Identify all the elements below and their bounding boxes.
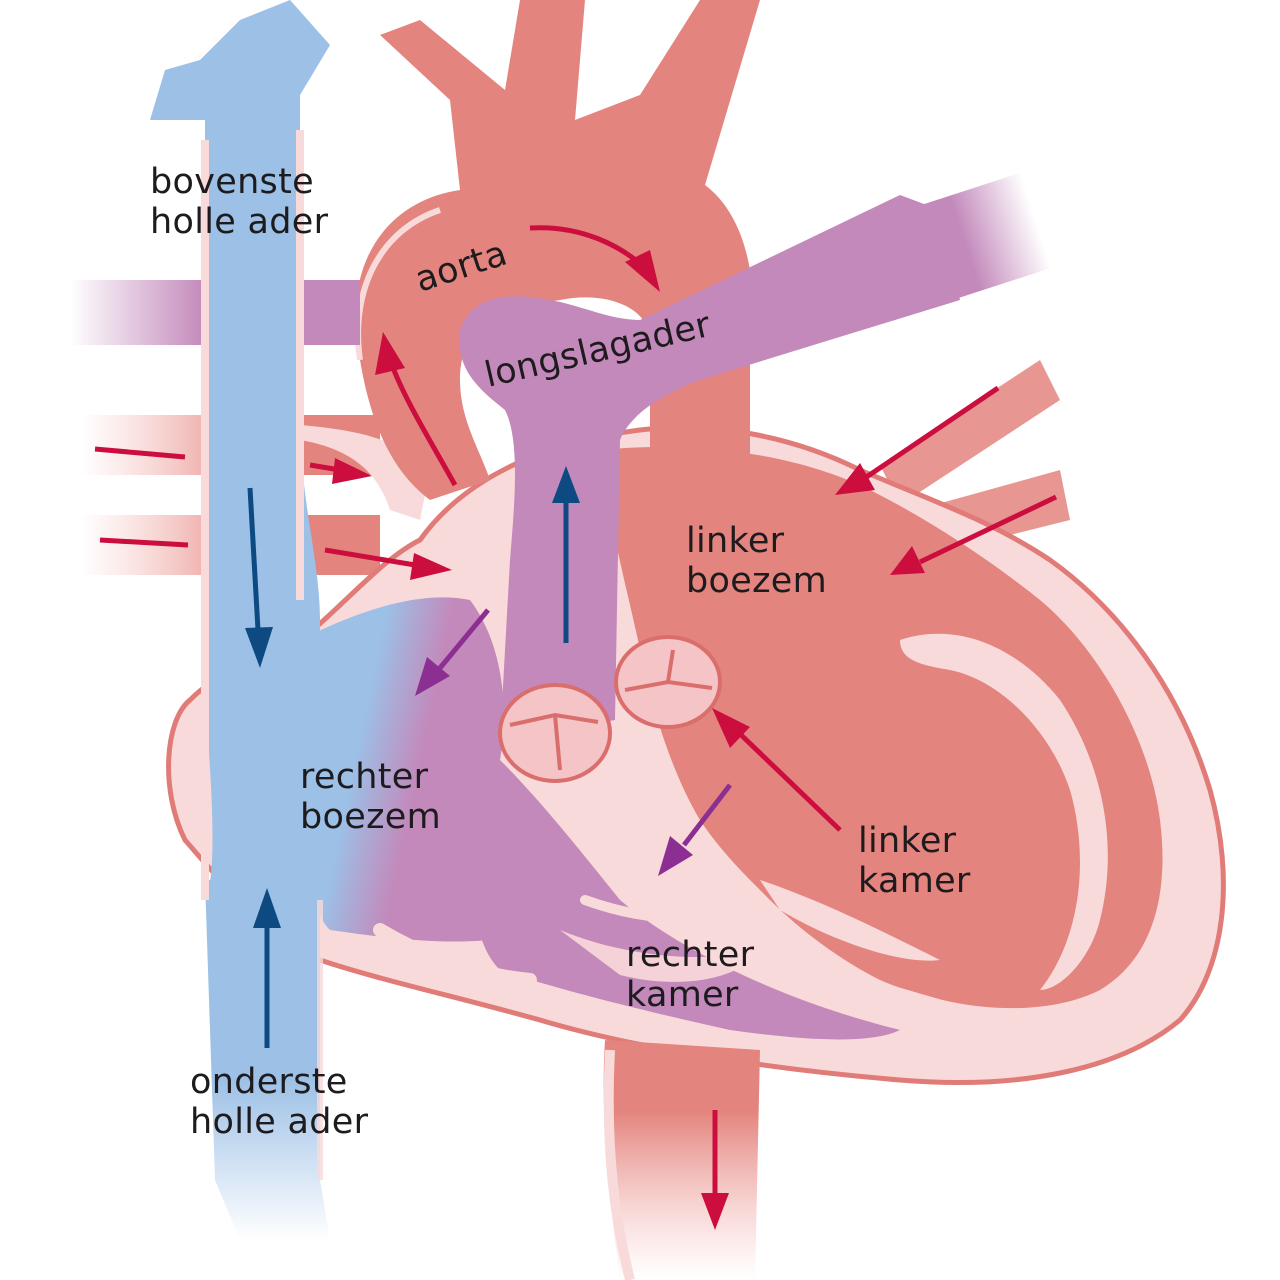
label-onderste-1: onderste xyxy=(190,1062,348,1102)
red-arrow-pv-left-1 xyxy=(94,446,372,484)
label-linker-boezem-2: boezem xyxy=(686,561,827,601)
label-linker-kamer-1: linker xyxy=(858,821,957,861)
label-bovenste-2: holle ader xyxy=(150,202,329,242)
red-arrow-aorta-top xyxy=(529,225,660,292)
red-arrow-down xyxy=(701,1110,729,1230)
red-arrow-pv-right-1 xyxy=(835,385,1000,495)
label-rechter-boezem-2: boezem xyxy=(300,797,441,837)
label-linker-kamer-2: kamer xyxy=(858,861,971,901)
pulmonary-valve xyxy=(498,683,612,783)
descending-aorta xyxy=(603,1040,760,1280)
purple-arrow-rv xyxy=(658,783,732,876)
flow-arrows xyxy=(94,225,1058,1230)
purple-arrow-ra xyxy=(415,608,490,696)
label-rechter-kamer-1: rechter xyxy=(626,935,755,975)
label-linker-boezem-1: linker xyxy=(686,521,785,561)
superior-vena-cava xyxy=(150,0,330,900)
label-rechter-boezem-1: rechter xyxy=(300,757,429,797)
blue-arrow-pa-up xyxy=(552,466,580,643)
label-bovenste-1: bovenste xyxy=(150,162,314,202)
aortic-valve xyxy=(614,635,722,729)
label-onderste-2: holle ader xyxy=(190,1102,369,1142)
heart-body xyxy=(166,424,1226,1085)
red-arrow-pv-left-2 xyxy=(99,537,452,580)
blue-arrow-ivc-up xyxy=(253,888,281,1048)
red-arrow-aorta-up xyxy=(375,332,458,487)
red-arrow-lv-out xyxy=(712,708,842,832)
blue-arrow-svc-down xyxy=(245,487,273,668)
pulmonary-trunk xyxy=(320,172,1052,740)
red-arrow-pv-right-2 xyxy=(890,494,1058,575)
label-rechter-kamer-2: kamer xyxy=(626,975,739,1015)
inferior-vena-cava xyxy=(205,880,330,1240)
